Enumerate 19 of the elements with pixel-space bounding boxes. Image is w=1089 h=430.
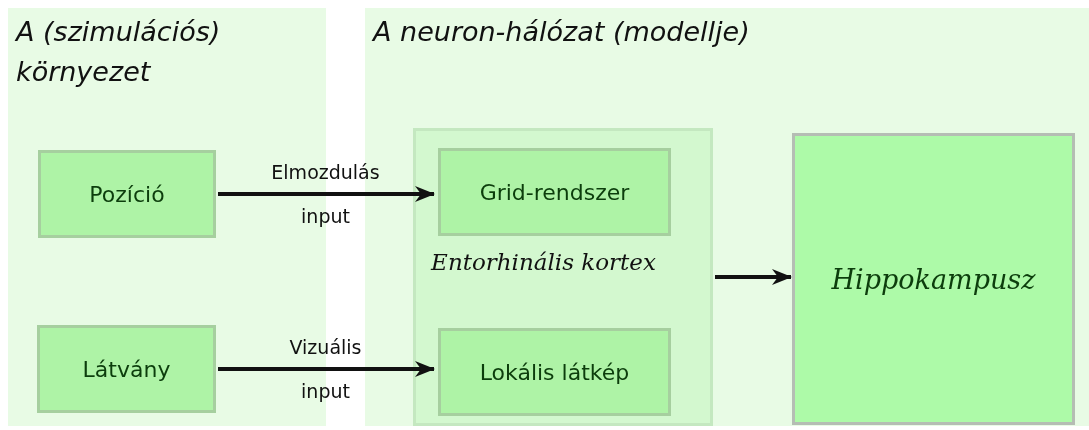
process-box: [37, 325, 216, 413]
edge-label: Vizuális input: [289, 335, 362, 404]
process-box: [792, 133, 1075, 425]
panel-title: A neuron-hálózat (modellje): [373, 15, 751, 49]
process-box: [438, 328, 671, 416]
edge-label: Elmozdulás input: [271, 160, 380, 229]
process-box: [38, 150, 216, 238]
group-box: [413, 128, 713, 426]
arrow: [218, 186, 435, 202]
group-label: Entorhinális kortex: [429, 248, 657, 277]
process-box: [438, 148, 671, 236]
box-label: Lokális látkép: [479, 359, 630, 385]
box-label: Hippokampusz: [831, 263, 1036, 295]
arrow: [715, 269, 792, 285]
arrow: [218, 361, 435, 377]
box-label: Látvány: [82, 356, 171, 382]
box-label: Grid-rendszer: [479, 179, 630, 205]
box-label: Pozíció: [89, 181, 165, 207]
panel-title: A (szimulációs) környezet: [16, 15, 222, 89]
